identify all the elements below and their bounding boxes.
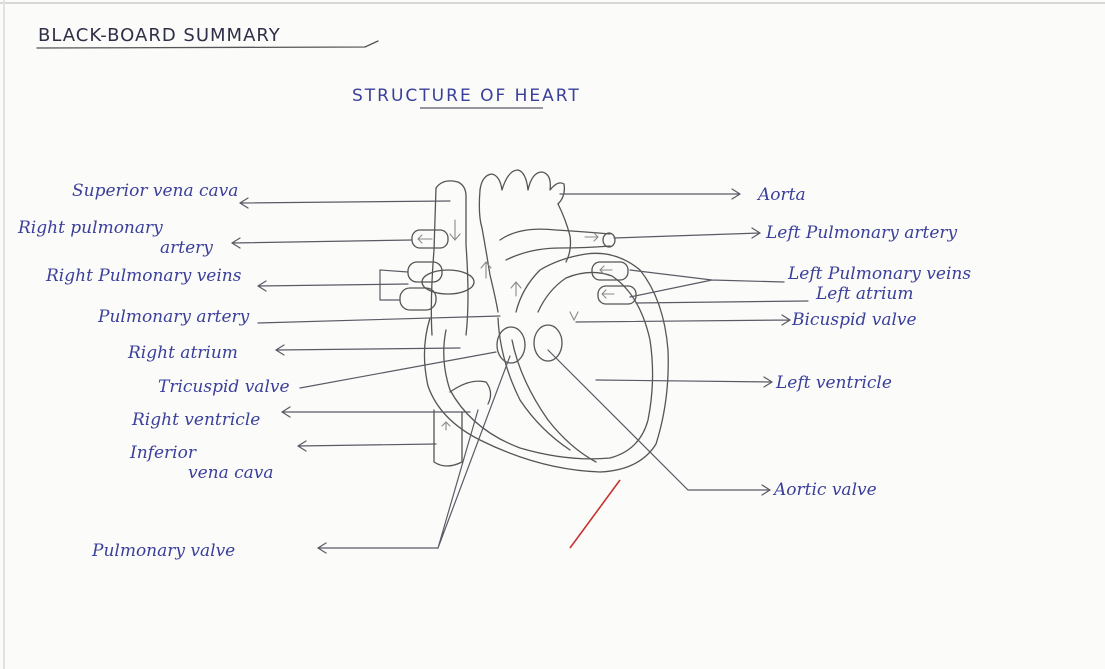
label-right-pulmonary-veins: Right Pulmonary veins	[45, 266, 242, 286]
label-right-atrium: Right atrium	[127, 343, 238, 363]
label-left-pulmonary-veins: Left Pulmonary veins	[787, 264, 971, 284]
label-right-pulmonary-artery-line2: artery	[160, 238, 213, 258]
label-left-ventricle: Left ventricle	[775, 373, 892, 393]
label-right-ventricle: Right ventricle	[131, 410, 260, 430]
label-tricuspid-valve: Tricuspid valve	[158, 377, 290, 397]
label-left-pulmonary-artery: Left Pulmonary artery	[765, 223, 958, 243]
label-bicuspid-valve: Bicuspid valve	[791, 310, 917, 330]
label-inferior-vena-cava-line1: Inferior	[129, 443, 197, 463]
label-left-atrium: Left atrium	[815, 284, 913, 304]
label-right-pulmonary-artery-line1: Right pulmonary	[17, 218, 163, 238]
label-inferior-vena-cava-line2: vena cava	[188, 463, 274, 483]
label-aortic-valve: Aortic valve	[772, 480, 877, 500]
diagram-title: STRUCTURE OF HEART	[352, 86, 581, 106]
label-pulmonary-valve: Pulmonary valve	[91, 541, 235, 561]
label-aorta: Aorta	[756, 185, 806, 205]
board-title: BLACK-BOARD SUMMARY	[38, 25, 281, 46]
label-superior-vena-cava: Superior vena cava	[72, 181, 238, 201]
label-pulmonary-artery: Pulmonary artery	[97, 307, 250, 327]
